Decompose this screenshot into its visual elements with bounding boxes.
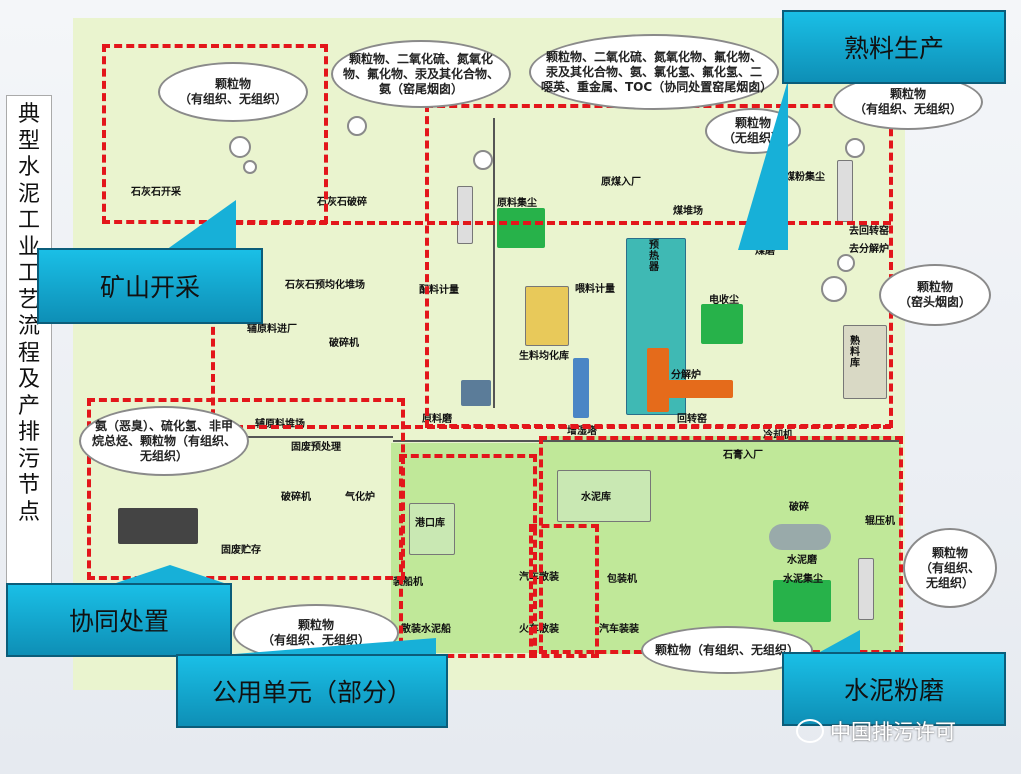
raw-box [211,221,891,429]
lbl-cooler: 冷却机 [763,430,793,441]
mining-pointer [166,200,236,250]
lbl-gypsum-in: 石膏入厂 [723,450,763,461]
lbl-raw-mill: 原料磨 [422,414,452,425]
raw-mill-shape [461,380,491,406]
lbl-preheater: 预热器 [649,240,659,273]
raw-homog-silo [525,286,569,346]
lbl-packer: 包装机 [607,574,637,585]
callout-mining: 矿山开采 [37,248,263,324]
lbl-coal-in: 原煤入厂 [601,177,641,188]
rotary-kiln [663,380,733,398]
humid-tower-shape [573,358,589,418]
lbl-cement-mill: 水泥磨 [787,555,817,566]
lbl-crusher: 破碎机 [329,338,359,349]
lbl-raw-dust: 原料集尘 [497,198,537,209]
grinding-pointer [820,630,860,652]
chimney-1 [457,186,473,244]
cloud-kiln-head: 颗粒物 （窑头烟囱） [879,264,991,326]
lbl-g-crush: 破碎 [789,502,809,513]
clinker-silo-shape [843,325,887,399]
lbl-solid-store: 固废贮存 [221,545,261,556]
callout-co-processing: 协同处置 [6,583,232,657]
co-processing-box [87,398,405,580]
lbl-port-silo: 港口库 [415,518,445,529]
lbl-solid-crusher: 破碎机 [281,492,311,503]
lbl-limestone-mining: 石灰石开采 [131,187,181,198]
page-title: 典型水泥工业工艺流程及产排污节点 [18,102,41,525]
wechat-icon [796,719,824,743]
lbl-to-kiln: 去回转窑 [849,226,889,237]
cloud-co-kiln-tail: 颗粒物、二氧化硫、氮氧化物、氟化物、汞及其化合物、氨、氯化氢、氟化氢、二噁英、重… [529,34,779,110]
lbl-aux-pile: 辅原料堆场 [255,419,305,430]
lbl-coal-mill: 煤磨 [755,246,775,257]
cement-mill-shape [769,524,831,550]
pack-box [529,524,599,658]
clinker-pointer [738,80,788,250]
lbl-limestone-crush: 石灰石破碎 [317,197,367,208]
lbl-gasifier: 气化炉 [345,492,375,503]
cloud-co-processing: 氨（恶臭）、硫化氢、非甲烷总烃、颗粒物（有组织、无组织） [79,406,249,476]
lbl-limestone-pre: 石灰石预均化堆场 [285,280,365,291]
cement-dust-collector [773,580,831,622]
lbl-ship-loader: 装船机 [393,577,423,588]
lbl-solid-pre: 固废预处理 [291,442,341,453]
lbl-to-calciner: 去分解炉 [849,244,889,255]
lbl-calciner: 分解炉 [671,370,701,381]
cloud-kiln-tail: 颗粒物、二氧化硫、氮氧化物、氟化物、汞及其化合物、氨（窑尾烟囱） [331,40,511,108]
elec-dust-collector [701,304,743,344]
lbl-elec-dust: 电收尘 [709,295,739,306]
watermark: 中国排污许可 [796,716,956,746]
cement-silo-shape [557,470,651,522]
callout-grinding: 水泥粉磨 [782,652,1006,726]
lbl-coal-yard: 煤堆场 [673,206,703,217]
lbl-kiln: 回转窑 [677,414,707,425]
lbl-cement-silo: 水泥库 [581,492,611,503]
lbl-cement-dust: 水泥集尘 [783,574,823,585]
lbl-batching: 配料计量 [419,285,459,296]
lbl-feed-meter: 喂料计量 [575,284,615,295]
lbl-aux-in: 辅原料进厂 [247,324,297,335]
truck-icon [118,508,198,544]
lbl-humid-tower: 增湿塔 [567,426,597,437]
lbl-clinker-silo: 熟料库 [850,336,860,369]
lbl-roller-press: 辊压机 [865,516,895,527]
lbl-coal-dust: 煤粉集尘 [785,172,825,183]
lbl-bulk-ship: 散装水泥船 [401,624,451,635]
callout-clinker: 熟料生产 [782,10,1006,84]
cloud-mining: 颗粒物 （有组织、无组织） [158,62,308,122]
lbl-truck-load: 汽车装装 [599,624,639,635]
watermark-text: 中国排污许可 [830,720,956,744]
utility-box [399,454,537,658]
chimney-3 [858,558,874,620]
raw-dust-collector [497,208,545,248]
vertical-title: 典型水泥工业工艺流程及产排污节点 [6,95,52,585]
port-silo-shape [409,503,455,555]
co-pointer [110,565,230,585]
callout-utility: 公用单元（部分） [176,654,448,728]
utility-pointer [210,638,436,656]
cloud-grinding-right: 颗粒物 （有组织、 无组织） [903,528,997,608]
lbl-raw-homog: 生料均化库 [519,351,569,362]
